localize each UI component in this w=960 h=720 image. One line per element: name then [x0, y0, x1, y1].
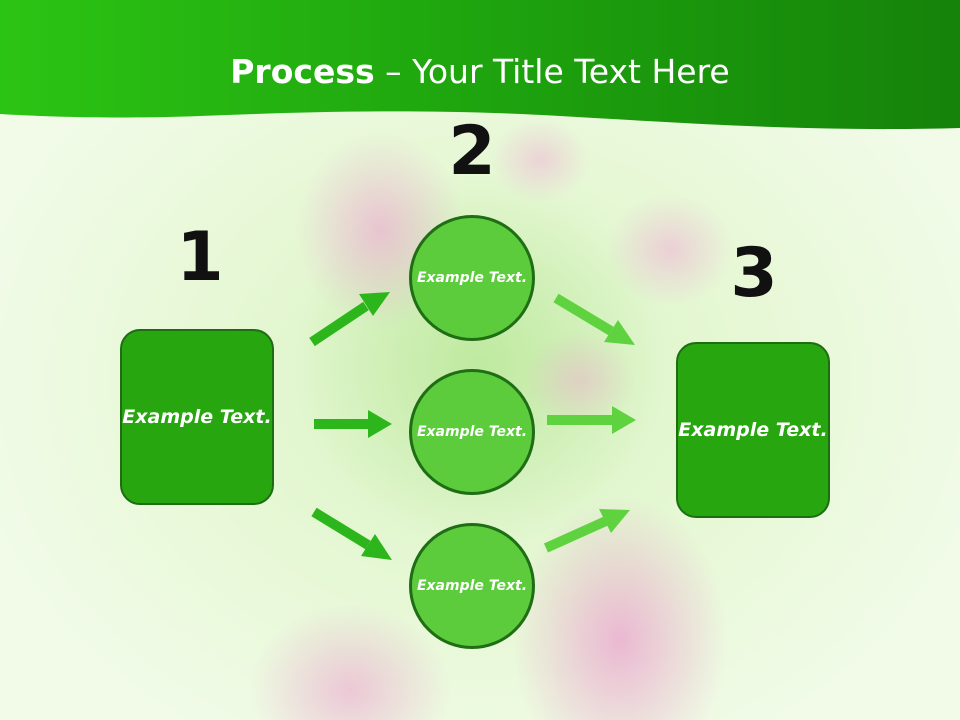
- step-2-circle-middle: Example Text.: [409, 369, 535, 495]
- circle-top-text: Example Text.: [416, 269, 528, 286]
- step-2-circle-bottom: Example Text.: [409, 523, 535, 649]
- title-rest: – Your Title Text Here: [374, 52, 730, 91]
- step-number-1: 1: [176, 218, 224, 297]
- arrow-to-middle-circle: [314, 410, 392, 438]
- title-bold: Process: [230, 52, 375, 91]
- step-number-2: 2: [448, 112, 496, 191]
- arrow-from-bottom-circle: [543, 509, 630, 553]
- step-1-box: Example Text.: [120, 329, 274, 505]
- step-3-box: Example Text.: [676, 342, 830, 518]
- step-1-text: Example Text.: [122, 405, 272, 428]
- arrow-from-top-circle: [553, 293, 635, 345]
- step-2-circle-top: Example Text.: [409, 215, 535, 341]
- arrow-to-top-circle: [309, 292, 390, 347]
- step-3-text: Example Text.: [678, 418, 828, 441]
- circle-middle-text: Example Text.: [416, 423, 528, 440]
- title-banner: [0, 0, 960, 130]
- arrow-to-bottom-circle: [311, 507, 392, 560]
- slide-title: Process – Your Title Text Here: [0, 52, 960, 91]
- step-number-3: 3: [730, 234, 778, 313]
- arrow-from-middle-circle: [547, 406, 636, 434]
- circle-bottom-text: Example Text.: [416, 577, 528, 594]
